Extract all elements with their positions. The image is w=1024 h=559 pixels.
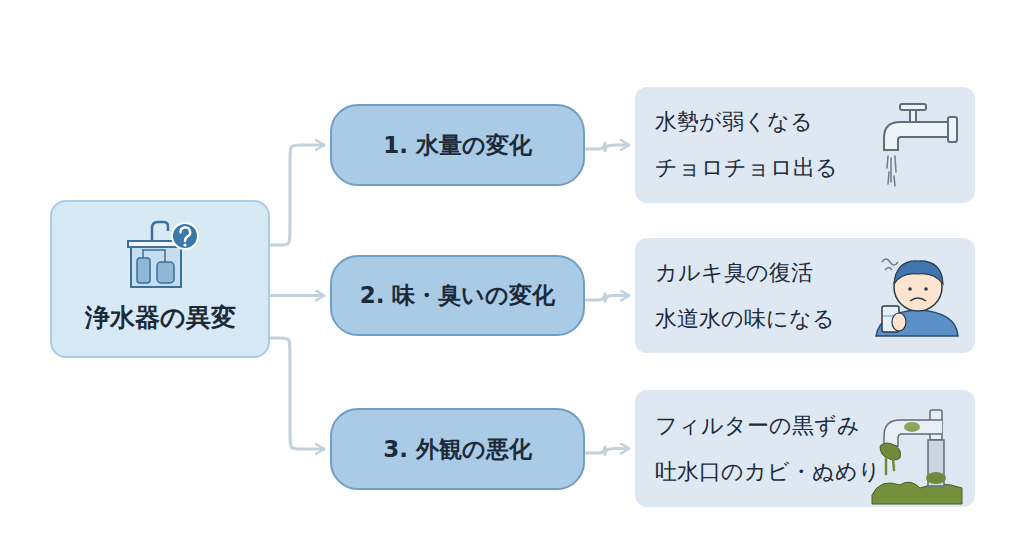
node-label: 2. 味・臭いの変化: [360, 280, 556, 311]
symptom-text: チョロチョロ出る: [655, 153, 838, 183]
symptom-text: 吐水口のカビ・ぬめり: [655, 457, 881, 487]
connector-arrow: [585, 294, 629, 301]
symptom-box: フィルターの黒ずみ吐水口のカビ・ぬめり: [635, 390, 975, 507]
symptom-text: カルキ臭の復活: [655, 258, 813, 288]
connector-arrow: [270, 294, 324, 297]
category-box: 2. 味・臭いの変化: [330, 255, 585, 336]
node-label: 3. 外観の悪化: [383, 434, 532, 465]
node-label: 浄水器の異変: [85, 301, 236, 334]
symptom-box: 水勢が弱くなるチョロチョロ出る: [635, 87, 975, 203]
symptom-text: フィルターの黒ずみ: [655, 411, 860, 441]
connector-arrow: [270, 338, 324, 449]
symptom-box: カルキ臭の復活水道水の味になる: [635, 238, 975, 353]
connector-arrow: [585, 447, 629, 454]
node-label: 1. 水量の変化: [383, 130, 532, 161]
symptom-text: 水道水の味になる: [655, 304, 835, 334]
symptom-text: 水勢が弱くなる: [655, 107, 813, 137]
root-box: 浄水器の異変: [50, 200, 270, 358]
connector-arrow: [585, 143, 629, 151]
category-box: 1. 水量の変化: [330, 104, 585, 186]
connector-arrow: [270, 145, 324, 245]
category-box: 3. 外観の悪化: [330, 408, 585, 490]
